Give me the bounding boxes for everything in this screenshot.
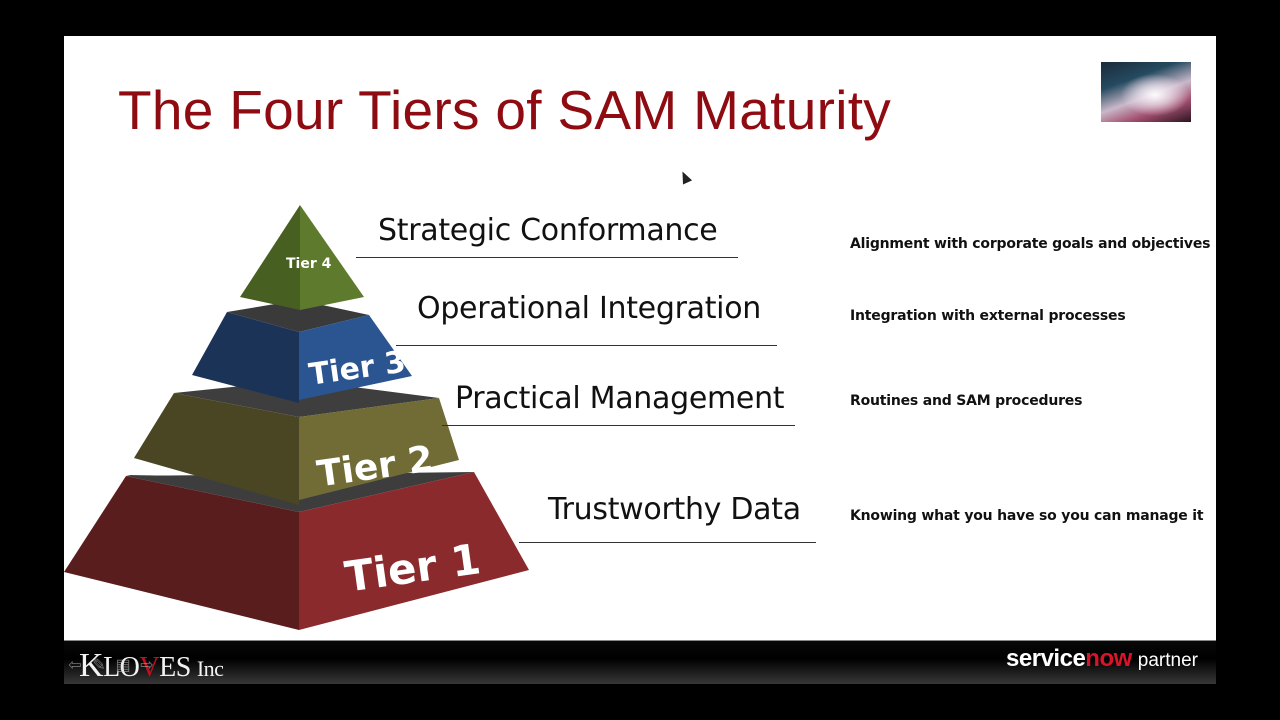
kloves-logo-inc: Inc bbox=[196, 656, 224, 681]
mouse-cursor-icon bbox=[677, 169, 693, 185]
previous-slide-icon[interactable]: ⇦ bbox=[68, 657, 82, 674]
tier-2-heading: Practical Management bbox=[455, 381, 785, 416]
servicenow-now-text: now bbox=[1085, 645, 1132, 672]
slide: The Four Tiers of SAM Maturity Tier 1 Ti… bbox=[64, 36, 1216, 684]
tier-4-label: Tier 4 bbox=[286, 256, 332, 272]
kloves-logo-v: V bbox=[139, 652, 160, 683]
slide-title: The Four Tiers of SAM Maturity bbox=[118, 79, 892, 141]
pen-icon[interactable]: ✎ bbox=[92, 657, 106, 674]
tier-1-rule bbox=[519, 542, 816, 543]
tier-4-rule bbox=[356, 257, 738, 258]
abstract-light-image bbox=[1101, 62, 1191, 122]
tier-3-block: Tier 3 bbox=[192, 300, 412, 403]
next-slide-icon[interactable]: ⇨ bbox=[140, 657, 154, 674]
tier-4-block: Tier 4 bbox=[240, 205, 364, 310]
tier-3-heading: Operational Integration bbox=[417, 291, 761, 326]
tier-1-description: Knowing what you have so you can manage … bbox=[850, 508, 1204, 524]
kloves-logo-lo: LO bbox=[103, 652, 140, 683]
tier-3-description: Integration with external processes bbox=[850, 308, 1126, 324]
tier-3-rule bbox=[396, 345, 777, 346]
tier-4-heading: Strategic Conformance bbox=[378, 213, 718, 248]
slideshow-controls: ⇦ ✎ ▤ ⇨ bbox=[64, 656, 158, 676]
kloves-logo-es: ES bbox=[159, 652, 191, 683]
tier-2-description: Routines and SAM procedures bbox=[850, 393, 1083, 409]
tier-2-rule bbox=[442, 425, 795, 426]
menu-icon[interactable]: ▤ bbox=[115, 657, 131, 674]
kloves-logo-k: K bbox=[79, 647, 104, 684]
servicenow-service-text: service bbox=[1006, 645, 1086, 672]
tier-1-heading: Trustworthy Data bbox=[548, 492, 801, 527]
tier-4-description: Alignment with corporate goals and objec… bbox=[850, 236, 1211, 252]
pyramid-diagram: Tier 1 Tier 2 Tier 3 Tier 4 bbox=[64, 205, 529, 630]
tier-2-block: Tier 2 bbox=[134, 380, 459, 505]
tier-1-block: Tier 1 bbox=[64, 472, 529, 630]
servicenow-partner-text: partner bbox=[1137, 650, 1198, 671]
